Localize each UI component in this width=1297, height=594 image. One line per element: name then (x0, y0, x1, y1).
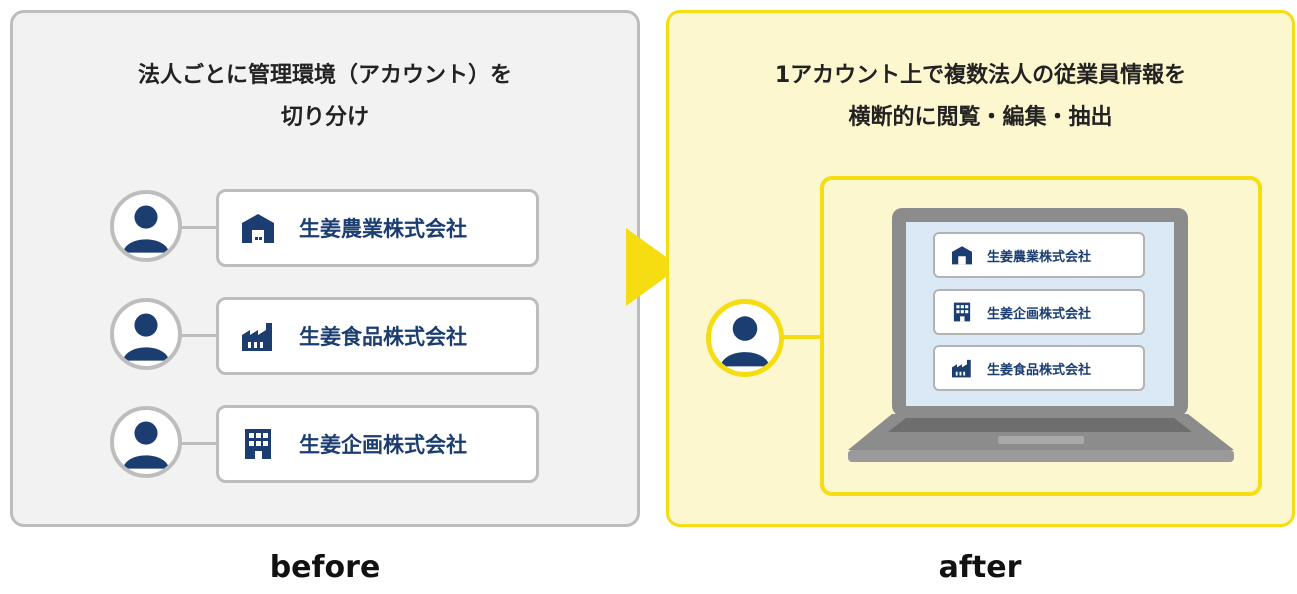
connector-line (182, 226, 218, 229)
connector-line (182, 442, 218, 445)
after-heading-line1: 1アカウント上で複数法人の従業員情報を (774, 63, 1187, 88)
after-heading-line2: 横断的に閲覧・編集・抽出 (848, 105, 1113, 130)
company-name: 生姜農業株式会社 (987, 249, 1092, 265)
user-avatar-icon (110, 406, 182, 478)
company-name: 生姜企画株式会社 (987, 306, 1092, 322)
company-name: 生姜食品株式会社 (299, 325, 467, 349)
before-heading-line1: 法人ごとに管理環境（アカウント）を (137, 63, 512, 88)
user-avatar-icon (110, 190, 182, 262)
factory-icon (951, 358, 973, 378)
user-avatar-icon (110, 298, 182, 370)
before-heading-line2: 切り分け (280, 105, 369, 130)
screen-company-card: 生姜企画株式会社 (933, 289, 1145, 335)
company-card: 生姜食品株式会社 (216, 297, 539, 375)
company-name: 生姜農業株式会社 (299, 217, 467, 241)
office-building-icon (241, 428, 275, 460)
warehouse-icon (951, 245, 973, 265)
arrow-right-icon (626, 228, 680, 306)
warehouse-icon (241, 212, 275, 244)
screen-company-card: 生姜食品株式会社 (933, 345, 1145, 391)
connector-line (782, 335, 822, 339)
after-caption: after (938, 550, 1022, 585)
factory-icon (241, 320, 275, 352)
before-caption: before (269, 550, 381, 585)
company-name: 生姜食品株式会社 (987, 362, 1092, 378)
company-card: 生姜企画株式会社 (216, 405, 539, 483)
user-avatar-icon (706, 299, 784, 377)
office-building-icon (951, 302, 973, 322)
connector-line (182, 334, 218, 337)
screen-company-card: 生姜農業株式会社 (933, 232, 1145, 278)
company-card: 生姜農業株式会社 (216, 189, 539, 267)
company-name: 生姜企画株式会社 (299, 433, 467, 457)
